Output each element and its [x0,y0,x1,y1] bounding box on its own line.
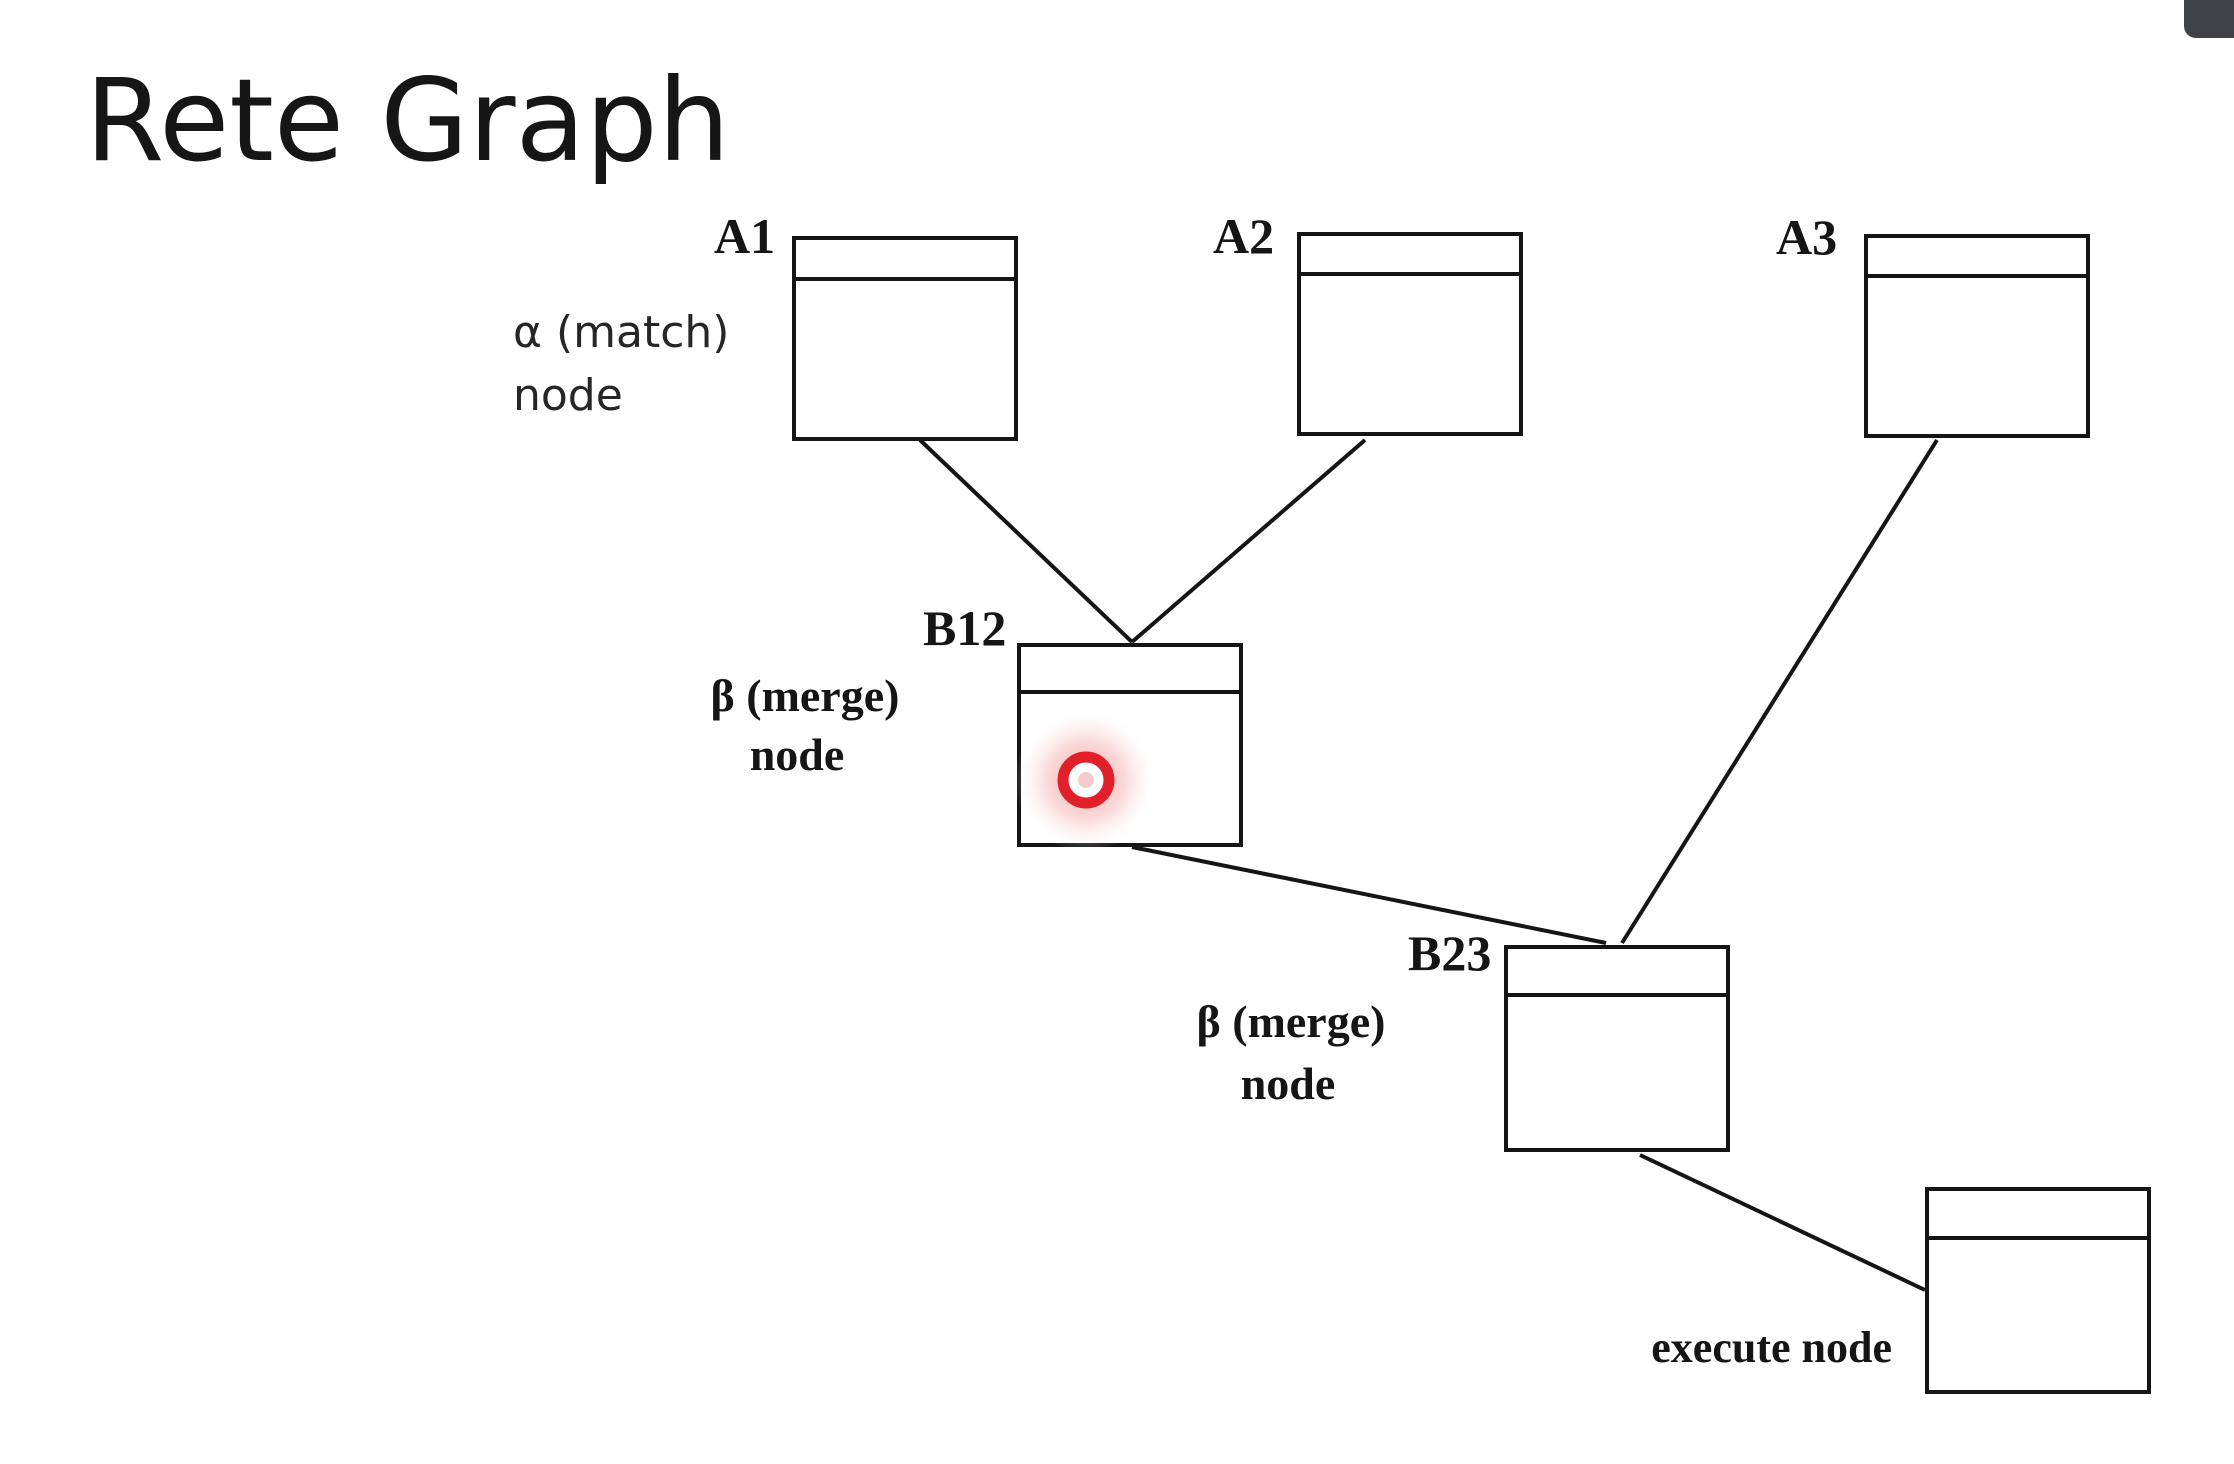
window-corner-tab[interactable] [2184,0,2234,38]
node-execute[interactable] [1925,1187,2151,1394]
beta-node-caption-2-line1: β (merge) [1197,996,1386,1047]
node-a2-label: A2 [1213,208,1274,264]
execute-node-caption: execute node [1651,1323,1892,1372]
node-b23-label: B23 [1408,925,1491,981]
node-a3-box [1864,234,2090,438]
edge-b23-execute [1639,1153,1926,1292]
edge-b12-b23 [1131,845,1607,945]
alpha-node-caption-line1: α (match) [513,307,729,358]
laser-pointer-icon [1014,708,1158,852]
edge-a1-b12 [918,438,1134,644]
alpha-node-caption-line2: node [513,370,623,421]
beta-node-caption-2-line2: node [1241,1058,1336,1109]
node-a1[interactable] [792,236,1018,441]
beta-node-caption-1-line2: node [750,729,845,780]
node-a3[interactable] [1864,234,2090,438]
node-a2[interactable] [1297,232,1523,436]
node-b12-label: B12 [923,600,1006,656]
node-a2-box [1297,232,1523,436]
edge-a2-b12 [1130,438,1367,644]
node-execute-box [1925,1187,2151,1394]
beta-node-caption-1-line1: β (merge) [711,670,900,721]
node-a1-box [792,236,1018,441]
node-a1-label: A1 [714,208,775,264]
node-b23-box [1504,945,1730,1152]
slide-title: Rete Graph [85,54,730,187]
node-b23[interactable] [1504,945,1730,1152]
edge-a3-b23 [1620,438,1939,945]
node-a3-label: A3 [1776,209,1837,265]
